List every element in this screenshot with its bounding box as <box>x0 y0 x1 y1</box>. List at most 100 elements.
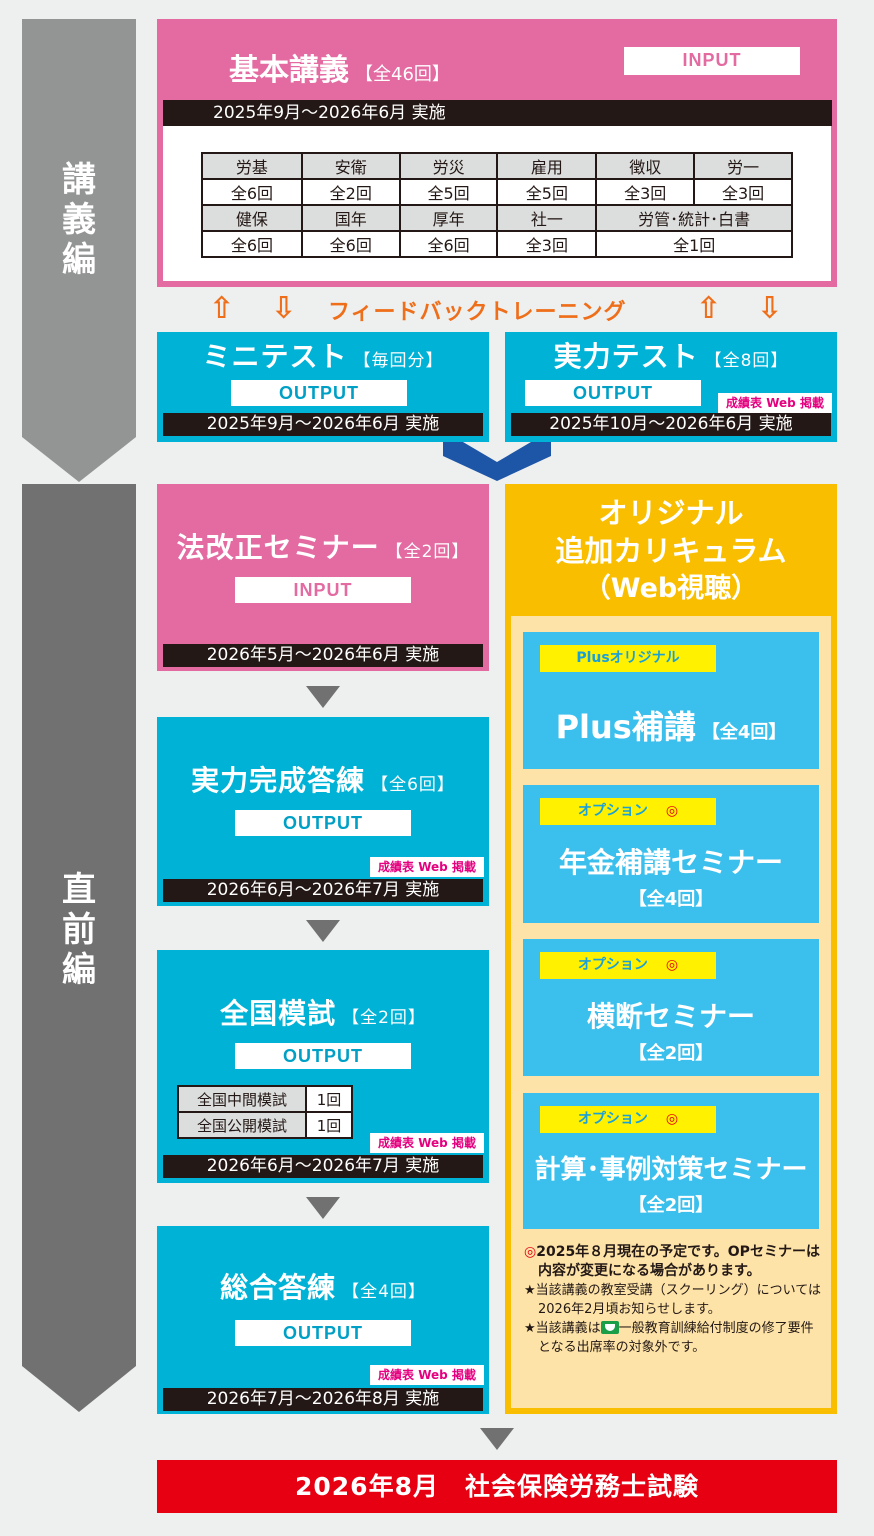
subject-count: 全2回 <box>300 178 401 206</box>
original-title-line1: オリジナル <box>598 496 744 530</box>
web-score-badge: 成績表 Web 掲載 <box>370 857 484 877</box>
output-tag: OUTPUT <box>235 810 411 836</box>
subject-count: 全5回 <box>496 178 598 206</box>
general-drill-period: 2026年7月～2026年8月 実施 <box>163 1388 483 1411</box>
subject-count: 全1回 <box>595 230 793 258</box>
flow-down-arrow-icon <box>480 1428 514 1450</box>
subject-header: 労基 <box>201 152 303 180</box>
ability-test-count: 【全8回】 <box>704 351 789 371</box>
double-circle-icon: ◎ <box>665 803 679 819</box>
completion-drill-title: 実力完成答練【全6回】 <box>157 759 489 799</box>
calc-case-seminar-count: 【全2回】 <box>628 1195 714 1216</box>
phase-label-lecture: 講義編 <box>62 160 96 280</box>
exam-banner: 2026年8月 社会保険労務士試験 <box>157 1460 837 1513</box>
subject-header: 労管･統計･白書 <box>595 204 793 232</box>
subject-header: 労災 <box>398 152 499 180</box>
ability-test-period: 2025年10月～2026年6月 実施 <box>511 413 831 436</box>
completion-drill-card: 実力完成答練【全6回】 OUTPUT 成績表 Web 掲載 2026年6月～20… <box>157 717 489 906</box>
subject-header: 労一 <box>693 152 793 180</box>
completion-drill-count: 【全6回】 <box>371 775 455 795</box>
general-drill-count: 【全4回】 <box>342 1282 426 1302</box>
general-drill-card: 総合答練【全4回】 OUTPUT 成績表 Web 掲載 2026年7月～2026… <box>157 1226 489 1414</box>
basic-lecture-period: 2025年9月～2026年6月 実施 <box>163 100 832 126</box>
tag-label: オプション <box>577 803 648 819</box>
subject-count: 全6回 <box>398 230 499 258</box>
mini-test-period: 2025年9月～2026年6月 実施 <box>163 413 483 436</box>
law-seminar-title-text: 法改正セミナー <box>176 531 380 564</box>
tag-label: オプション <box>577 957 648 973</box>
law-seminar-count: 【全2回】 <box>385 542 470 562</box>
chevron-down-icon <box>443 442 551 481</box>
basic-lecture-count: 【全46回】 <box>355 64 450 85</box>
option-tag: オプション ◎ <box>540 798 716 825</box>
subject-count: 全6回 <box>201 230 303 258</box>
law-seminar-card: 法改正セミナー【全2回】 INPUT 2026年5月～2026年6月 実施 <box>157 484 489 671</box>
law-seminar-title: 法改正セミナー【全2回】 <box>157 526 489 566</box>
plus-original-tag: Plusオリジナル <box>540 645 716 672</box>
output-tag: OUTPUT <box>231 380 407 406</box>
ability-test-card: 実力テスト【全8回】 OUTPUT 成績表 Web 掲載 2025年10月～20… <box>505 332 837 442</box>
feedback-training-label: フィードバックトレーニング <box>328 300 627 325</box>
basic-lecture-title: 基本講義【全46回】 <box>229 45 450 89</box>
web-score-badge: 成績表 Web 掲載 <box>718 393 832 413</box>
national-mock-period: 2026年6月～2026年7月 実施 <box>163 1155 483 1178</box>
basic-lecture-title-text: 基本講義 <box>229 53 349 88</box>
flow-down-arrow-icon <box>306 920 340 942</box>
card-count: 【全4回】 <box>701 722 787 743</box>
mock-count: 1回 <box>305 1085 353 1113</box>
note-text: 2025年８月現在の予定です。OPセミナーは内容が変更になる場合があります。 <box>536 1244 820 1279</box>
original-title-line3: （Web視聴） <box>583 573 759 604</box>
completion-drill-period: 2026年6月～2026年7月 実施 <box>163 879 483 902</box>
cross-seminar-count: 【全2回】 <box>628 1043 714 1064</box>
tag-label: オプション <box>577 1111 648 1127</box>
subject-count: 全6回 <box>300 230 401 258</box>
calc-case-seminar-card: オプション ◎ 計算･事例対策セミナー 【全2回】 <box>523 1093 819 1229</box>
pension-seminar-title: 年金補講セミナー <box>558 846 783 879</box>
subject-header: 健保 <box>201 204 303 232</box>
original-notes: ◎2025年８月現在の予定です。OPセミナーは内容が変更になる場合があります。 … <box>524 1243 824 1357</box>
note-benefit: ★当該講義は一般教育訓練給付制度の修了要件となる出席率の対象外です。 <box>524 1319 824 1357</box>
mock-name: 全国中間模試 <box>177 1085 307 1113</box>
flow-down-arrow-icon <box>306 1197 340 1219</box>
double-circle-icon: ◎ <box>524 1244 537 1260</box>
option-tag: オプション ◎ <box>540 952 716 979</box>
phase-label-final: 直前編 <box>62 870 96 990</box>
subject-header: 安衛 <box>300 152 401 180</box>
double-circle-icon: ◎ <box>665 1111 679 1127</box>
subject-count: 全3回 <box>693 178 793 206</box>
phase-arrow-lecture <box>22 19 136 482</box>
phase-arrow-final <box>22 484 136 1412</box>
output-tag: OUTPUT <box>235 1320 411 1346</box>
card-title-text: Plus補講 <box>555 708 696 746</box>
national-mock-title-text: 全国模試 <box>220 997 337 1030</box>
double-circle-icon: ◎ <box>665 957 679 973</box>
subject-count: 全6回 <box>201 178 303 206</box>
mini-test-title: ミニテスト【毎回分】 <box>157 335 489 375</box>
subject-header: 社一 <box>496 204 598 232</box>
subject-header: 国年 <box>300 204 401 232</box>
tag-label: Plusオリジナル <box>576 650 680 666</box>
national-mock-count: 【全2回】 <box>342 1008 426 1028</box>
original-curriculum-title: オリジナル 追加カリキュラム （Web視聴） <box>505 494 837 608</box>
ability-test-title: 実力テスト【全8回】 <box>505 335 837 375</box>
law-seminar-period: 2026年5月～2026年6月 実施 <box>163 644 483 667</box>
mini-test-title-text: ミニテスト <box>202 340 348 373</box>
output-tag: OUTPUT <box>525 380 701 406</box>
subject-header: 雇用 <box>496 152 598 180</box>
web-score-badge: 成績表 Web 掲載 <box>370 1365 484 1385</box>
down-arrow-icon: ⇩ <box>757 291 783 326</box>
mini-test-count: 【毎回分】 <box>353 351 444 371</box>
calc-case-seminar-title: 計算･事例対策セミナー <box>534 1155 808 1185</box>
subject-count: 全3回 <box>496 230 598 258</box>
down-arrow-icon: ⇩ <box>271 291 297 326</box>
subject-count: 全5回 <box>398 178 499 206</box>
subject-header: 厚年 <box>398 204 499 232</box>
note-schooling: ★当該講義の教室受講（スクーリング）については2026年2月頃お知らせします。 <box>524 1283 822 1317</box>
original-title-line2: 追加カリキュラム <box>555 534 787 568</box>
national-mock-title: 全国模試【全2回】 <box>157 992 489 1032</box>
flow-down-arrow-icon <box>306 686 340 708</box>
note-text: 一般教育訓練給付制度の修了要件となる出席率の対象外です。 <box>538 1321 814 1355</box>
input-tag: INPUT <box>235 577 411 603</box>
